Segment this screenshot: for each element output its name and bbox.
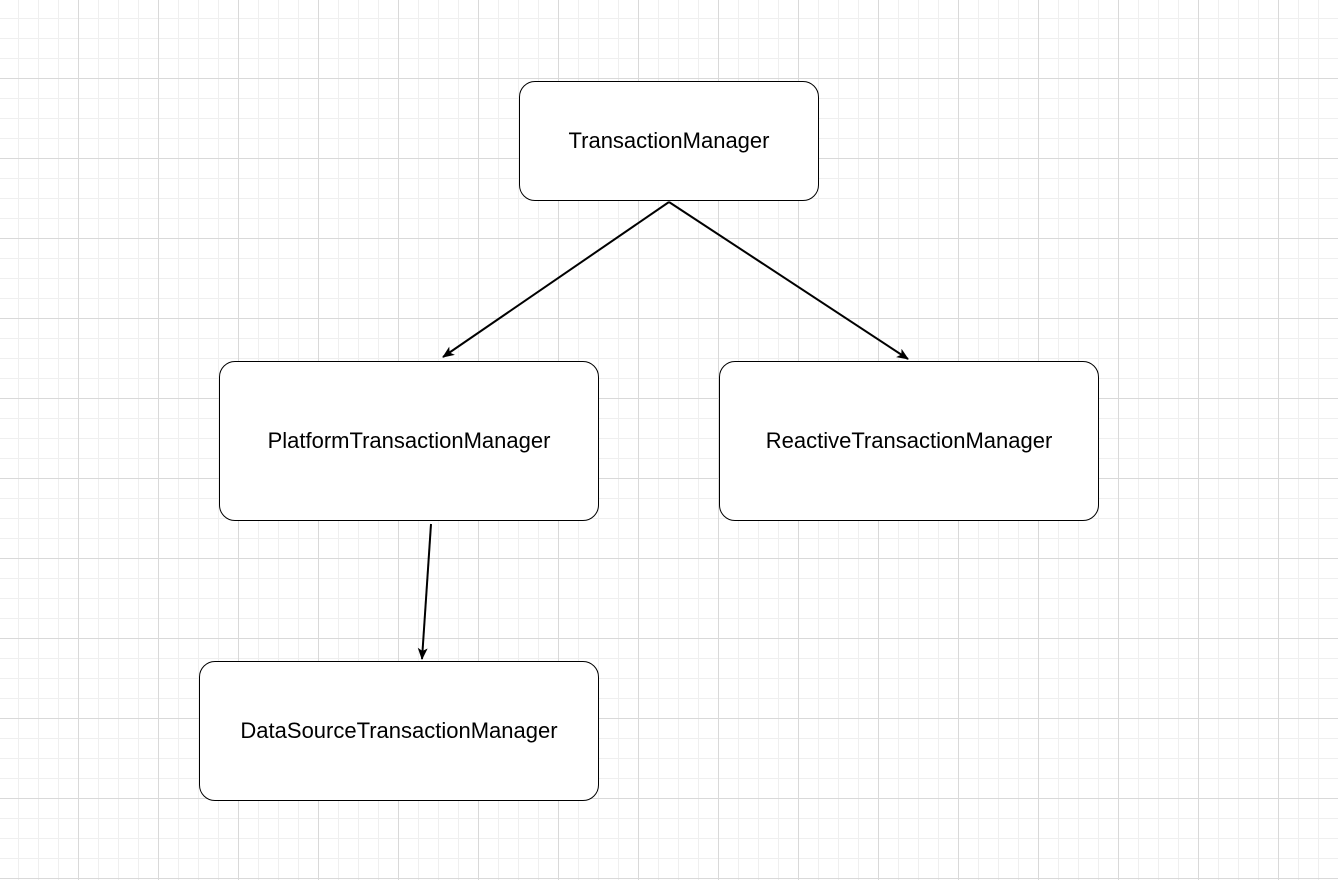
node-reactive-transaction-manager[interactable]: ReactiveTransactionManager — [719, 361, 1099, 521]
edge-platform-to-datasource[interactable] — [417, 523, 432, 660]
node-label: TransactionManager — [568, 128, 770, 153]
node-label: PlatformTransactionManager — [267, 428, 551, 453]
node-label: DataSourceTransactionManager — [240, 718, 558, 743]
edge-transaction-to-reactive[interactable] — [668, 201, 909, 360]
node-datasource-transaction-manager[interactable]: DataSourceTransactionManager — [199, 661, 599, 801]
edge-transaction-to-platform[interactable] — [442, 201, 670, 358]
node-label: ReactiveTransactionManager — [765, 428, 1053, 453]
node-transaction-manager[interactable]: TransactionManager — [519, 81, 819, 201]
node-platform-transaction-manager[interactable]: PlatformTransactionManager — [219, 361, 599, 521]
